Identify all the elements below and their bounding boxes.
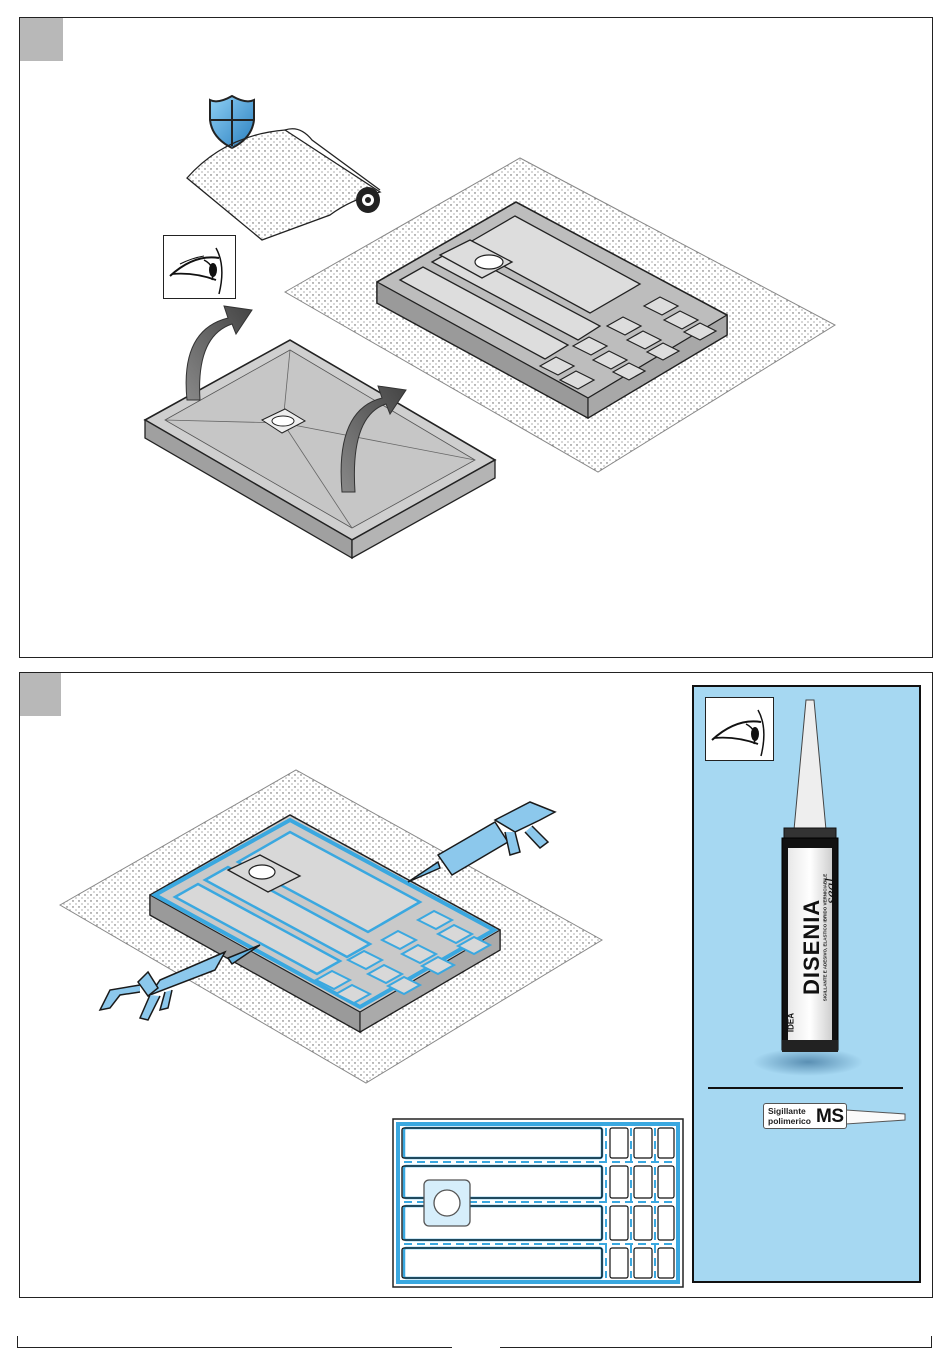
footer-tick-left bbox=[17, 1336, 18, 1348]
footer-line-right bbox=[500, 1347, 932, 1348]
footer-tick-right bbox=[931, 1336, 932, 1348]
footer-line-left bbox=[17, 1347, 452, 1348]
